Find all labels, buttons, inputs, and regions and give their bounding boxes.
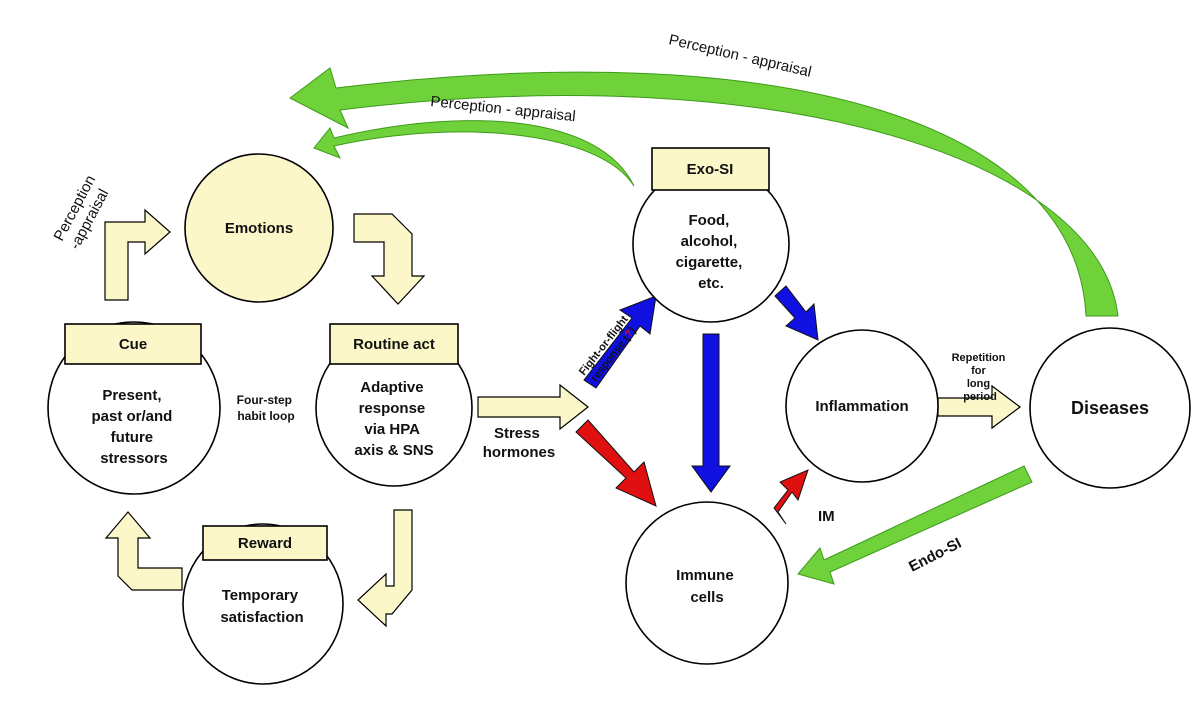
exo-to-inflammation-arrow xyxy=(774,285,819,341)
diseases-label: Diseases xyxy=(1071,398,1149,418)
emotions-to-routine-arrow xyxy=(353,213,426,305)
emotions-label: Emotions xyxy=(225,220,293,237)
exo-to-immune-arrow xyxy=(691,333,731,493)
cue-tag: Cue xyxy=(119,336,147,353)
reward-node: Reward Temporary satisfaction xyxy=(182,523,344,685)
immune-cells-node: Immune cells xyxy=(625,501,789,665)
perception-outer-label: Perception - appraisal xyxy=(667,31,813,80)
routine-text: Adaptive response via HPA axis & SNS xyxy=(354,379,433,459)
outer-perception-arrow xyxy=(289,67,1119,317)
hormones-to-exo-arrow xyxy=(583,295,657,389)
inflammation-label: Inflammation xyxy=(815,398,908,415)
cue-to-emotions-arrow xyxy=(104,208,171,301)
cue-text: Present, past or/and future stressors xyxy=(91,387,176,467)
im-label: IM xyxy=(818,508,835,525)
inflammation-to-diseases-arrow xyxy=(937,384,1021,430)
reward-text: Temporary satisfaction xyxy=(220,587,303,626)
routine-to-reward-arrow xyxy=(357,509,413,628)
exo-si-node: Exo-SI Food, alcohol, cigarette, etc. xyxy=(632,147,790,323)
exo-si-text: Food, alcohol, cigarette, etc. xyxy=(676,212,747,292)
endo-si-label: Endo-SI xyxy=(906,535,964,576)
immune-to-inflammation-arrow xyxy=(773,469,809,525)
diseases-node: Diseases xyxy=(1029,327,1191,489)
immune-cells-text: Immune cells xyxy=(676,567,738,606)
hormones-to-immune-arrow xyxy=(575,419,657,507)
reward-tag: Reward xyxy=(238,535,292,552)
routine-tag: Routine act xyxy=(353,336,435,353)
inner-perception-arrow xyxy=(313,120,635,187)
endo-si-arrow xyxy=(797,465,1033,585)
reward-to-cue-arrow xyxy=(104,511,183,591)
exo-si-tag: Exo-SI xyxy=(687,161,734,178)
repetition-label: Repetition for long period xyxy=(952,352,1009,403)
routine-node: Routine act Adaptive response via HPA ax… xyxy=(315,323,473,487)
emotions-node: Emotions xyxy=(184,153,334,303)
habit-loop-label: Four-step habit loop xyxy=(237,393,296,423)
inflammation-node: Inflammation xyxy=(785,329,939,483)
cue-node: Cue Present, past or/and future stressor… xyxy=(47,321,221,495)
routine-to-hormones-arrow xyxy=(477,383,589,431)
stress-hormones-label: Stress hormones xyxy=(483,425,556,461)
